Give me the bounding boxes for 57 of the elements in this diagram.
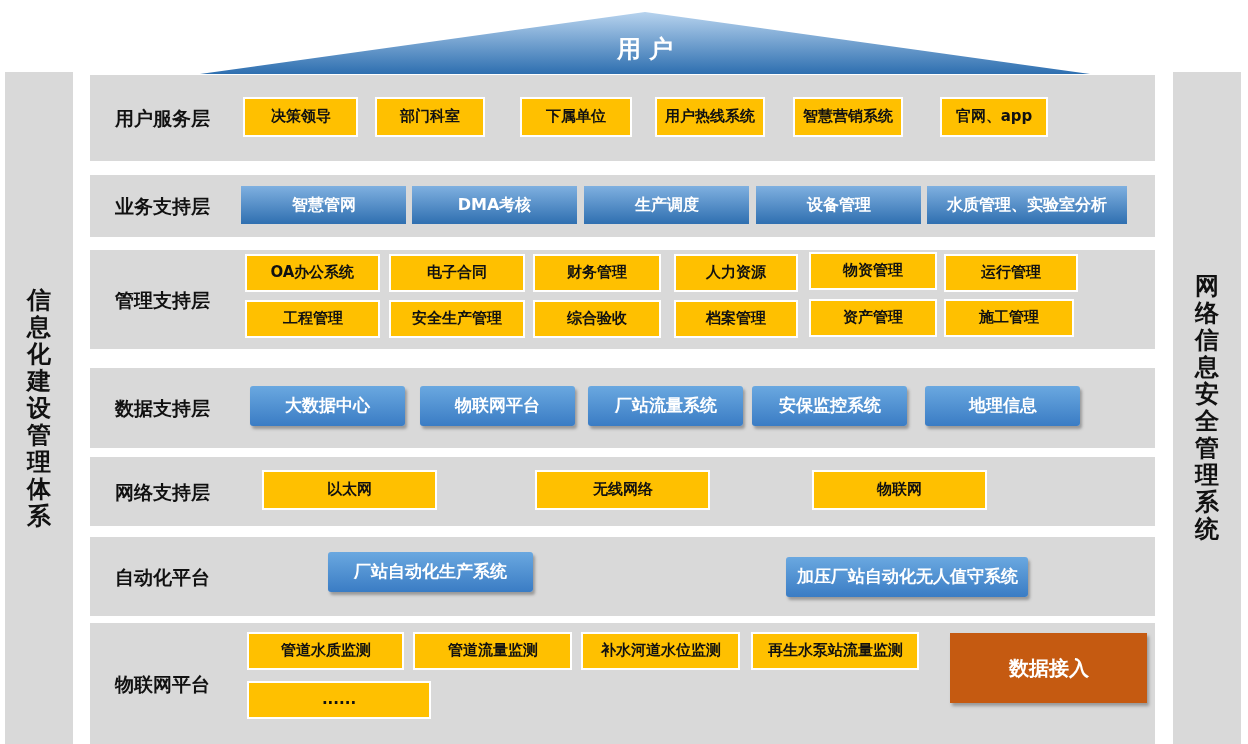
layer-band	[90, 368, 1155, 448]
module-box: 加压厂站自动化无人值守系统	[786, 557, 1028, 597]
module-box: 物资管理	[809, 252, 937, 290]
side-panel	[1173, 72, 1241, 744]
layer-title: 网络支持层	[115, 479, 210, 505]
module-box: 物联网平台	[420, 386, 575, 426]
module-box: 资产管理	[809, 299, 937, 337]
module-box: 决策领导	[243, 97, 358, 137]
side-panel	[5, 72, 73, 744]
module-box: 再生水泵站流量监测	[751, 632, 919, 670]
module-box: 财务管理	[533, 254, 661, 292]
module-box: 水质管理、实验室分析	[927, 186, 1127, 224]
layer-band	[90, 75, 1155, 161]
module-box: 物联网	[812, 470, 987, 510]
layer-band	[90, 250, 1155, 349]
layer-title: 用户服务层	[115, 106, 210, 131]
module-box: 管道水质监测	[247, 632, 404, 670]
module-box: 电子合同	[389, 254, 525, 292]
module-box: 补水河道水位监测	[581, 632, 740, 670]
module-box: 部门科室	[375, 97, 485, 137]
module-box: DMA考核	[412, 186, 577, 224]
module-box: 下属单位	[520, 97, 632, 137]
module-box: 安保监控系统	[752, 386, 907, 426]
layer-title: 物联网平台	[115, 671, 210, 697]
module-box: 无线网络	[535, 470, 710, 510]
module-box: 施工管理	[944, 299, 1074, 337]
module-box: 用户热线系统	[655, 97, 765, 137]
layer-title: 业务支持层	[115, 194, 210, 219]
module-box: 官网、app	[940, 97, 1048, 137]
layer-band	[90, 537, 1155, 616]
layer-band	[90, 457, 1155, 526]
layer-title: 数据支持层	[115, 396, 210, 421]
layer-title: 管理支持层	[115, 287, 210, 313]
module-box: 运行管理	[944, 254, 1078, 292]
module-box: 档案管理	[674, 300, 798, 338]
module-box: 安全生产管理	[389, 300, 525, 338]
module-box: 人力资源	[674, 254, 798, 292]
module-box: 工程管理	[245, 300, 380, 338]
module-box: 智慧营销系统	[793, 97, 903, 137]
layer-band	[90, 175, 1155, 237]
module-box: ......	[247, 681, 431, 719]
module-box: 以太网	[262, 470, 437, 510]
module-box: 大数据中心	[250, 386, 405, 426]
module-box: 智慧管网	[241, 186, 406, 224]
layer-band	[90, 623, 1155, 744]
side-title: 信息化建设管理体系	[26, 286, 52, 530]
module-box: 地理信息	[925, 386, 1080, 426]
module-box: 生产调度	[584, 186, 749, 224]
module-box: 管道流量监测	[413, 632, 572, 670]
layer-title: 自动化平台	[115, 564, 210, 590]
side-title: 网络信息安全管理系统	[1194, 273, 1220, 543]
module-box: 厂站流量系统	[588, 386, 743, 426]
module-box: 综合验收	[533, 300, 661, 338]
module-box: OA办公系统	[245, 254, 380, 292]
module-box: 设备管理	[756, 186, 921, 224]
data-access-box: 数据接入	[950, 633, 1147, 703]
module-box: 厂站自动化生产系统	[328, 552, 533, 592]
